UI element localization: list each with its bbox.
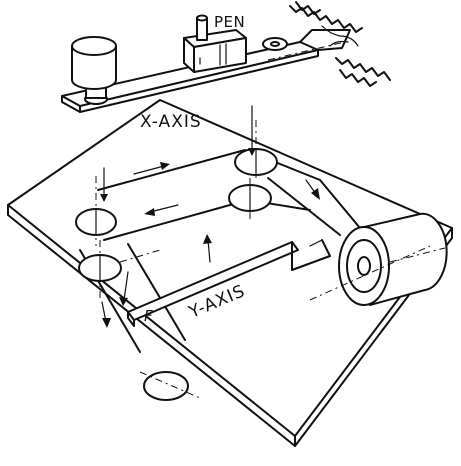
arrow-belt-top-right (133, 162, 170, 175)
x-axis-pulley (262, 29, 351, 51)
arrow-belt-right-down (305, 179, 320, 200)
x-axis-assembly: PEN X-AXIS (61, 1, 391, 132)
pen-carriage (183, 29, 247, 73)
arrow-pulley-mid (119, 271, 129, 306)
pen (196, 14, 208, 41)
pulley-bottom (143, 371, 189, 401)
arrow-top-pulley-down (248, 105, 256, 156)
pen-label: PEN (214, 13, 245, 31)
arrow-pulley-left (100, 167, 108, 202)
follower-label: F (144, 307, 153, 325)
x-axis-motor (71, 36, 117, 105)
centre-lines (95, 120, 257, 399)
x-axis-label: X-AXIS (140, 112, 202, 132)
arrow-arm-up (203, 234, 212, 263)
motion-arrows (100, 105, 320, 328)
arrow-belt-left-down (101, 301, 111, 328)
arrow-belt-top-left (144, 204, 179, 216)
y-axis-motor (309, 212, 448, 306)
paper-torn-edge (267, 1, 391, 87)
